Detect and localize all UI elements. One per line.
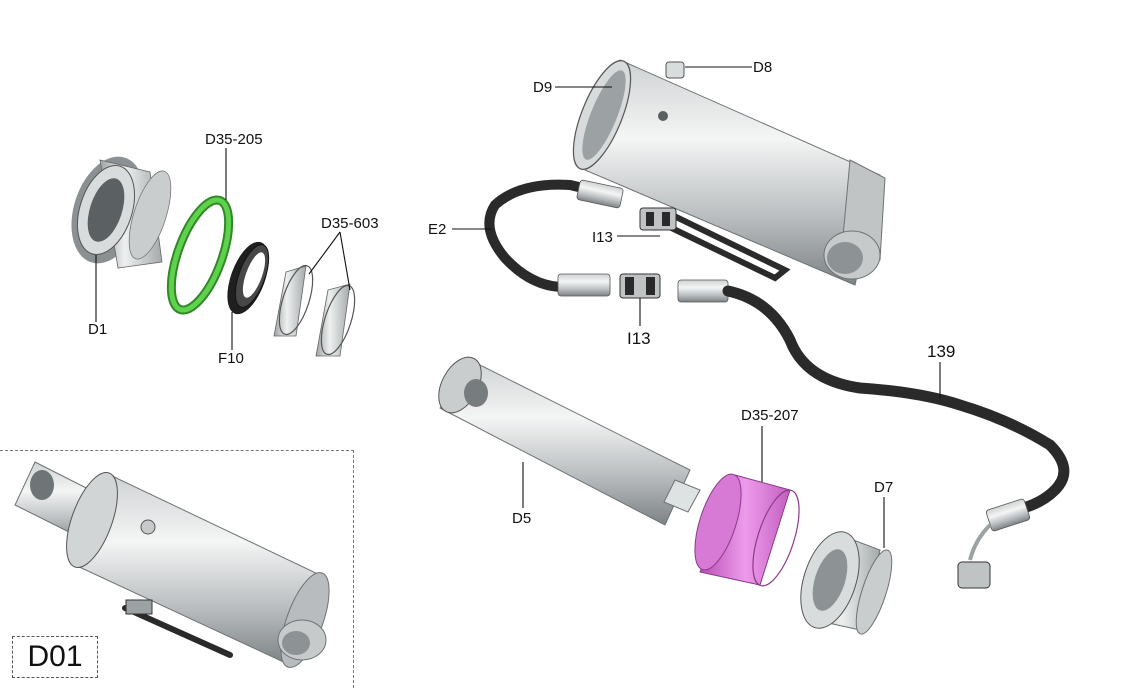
ring-part-d35-603-a (273, 264, 314, 337)
oring-part-d35-205 (166, 195, 234, 315)
seal-part-f10 (227, 241, 270, 315)
assembly-tag: D01 (12, 636, 98, 678)
gland-part-d1 (71, 156, 172, 269)
hose-e2-end-fitting-bottom (557, 273, 611, 297)
seal-part-d35-207 (694, 473, 800, 587)
leader-d35-603-b (339, 231, 351, 291)
hose-139-end-fitting-top (677, 279, 729, 303)
hose-part-139 (722, 285, 1070, 516)
label-139: 139 (927, 342, 955, 361)
assembly-inset-frame (0, 450, 354, 688)
label-f10: F10 (218, 350, 244, 367)
label-i13-mid: I13 (627, 329, 651, 348)
hose-139-nut (957, 561, 991, 589)
leader-d35-603-a (308, 231, 341, 275)
rod-part-d5 (438, 356, 701, 526)
hose-139-end-fitting-bottom (985, 498, 1031, 532)
assembled-cylinder-d01 (14, 461, 330, 668)
label-d5: D5 (512, 510, 531, 527)
label-i13-top: I13 (592, 229, 613, 246)
fitting-part-i13-top (639, 207, 677, 231)
label-d35-205: D35-205 (205, 131, 263, 148)
label-d9: D9 (533, 79, 552, 96)
fitting-part-i13-mid (619, 273, 661, 299)
ring-part-d35-603-b (315, 283, 356, 357)
return-tube (652, 211, 791, 282)
label-d7: D7 (874, 479, 893, 496)
barrel-part-d9 (572, 59, 886, 286)
hose-139-bent-tube (968, 523, 992, 561)
endcap-part-d7 (800, 531, 893, 635)
label-d8: D8 (753, 59, 772, 76)
label-d35-207: D35-207 (741, 407, 799, 424)
label-d1: D1 (88, 321, 107, 338)
hose-e2-end-fitting-top (576, 179, 624, 209)
hose-part-e2 (484, 179, 605, 292)
label-e2: E2 (428, 221, 446, 238)
label-d35-603: D35-603 (321, 215, 379, 232)
